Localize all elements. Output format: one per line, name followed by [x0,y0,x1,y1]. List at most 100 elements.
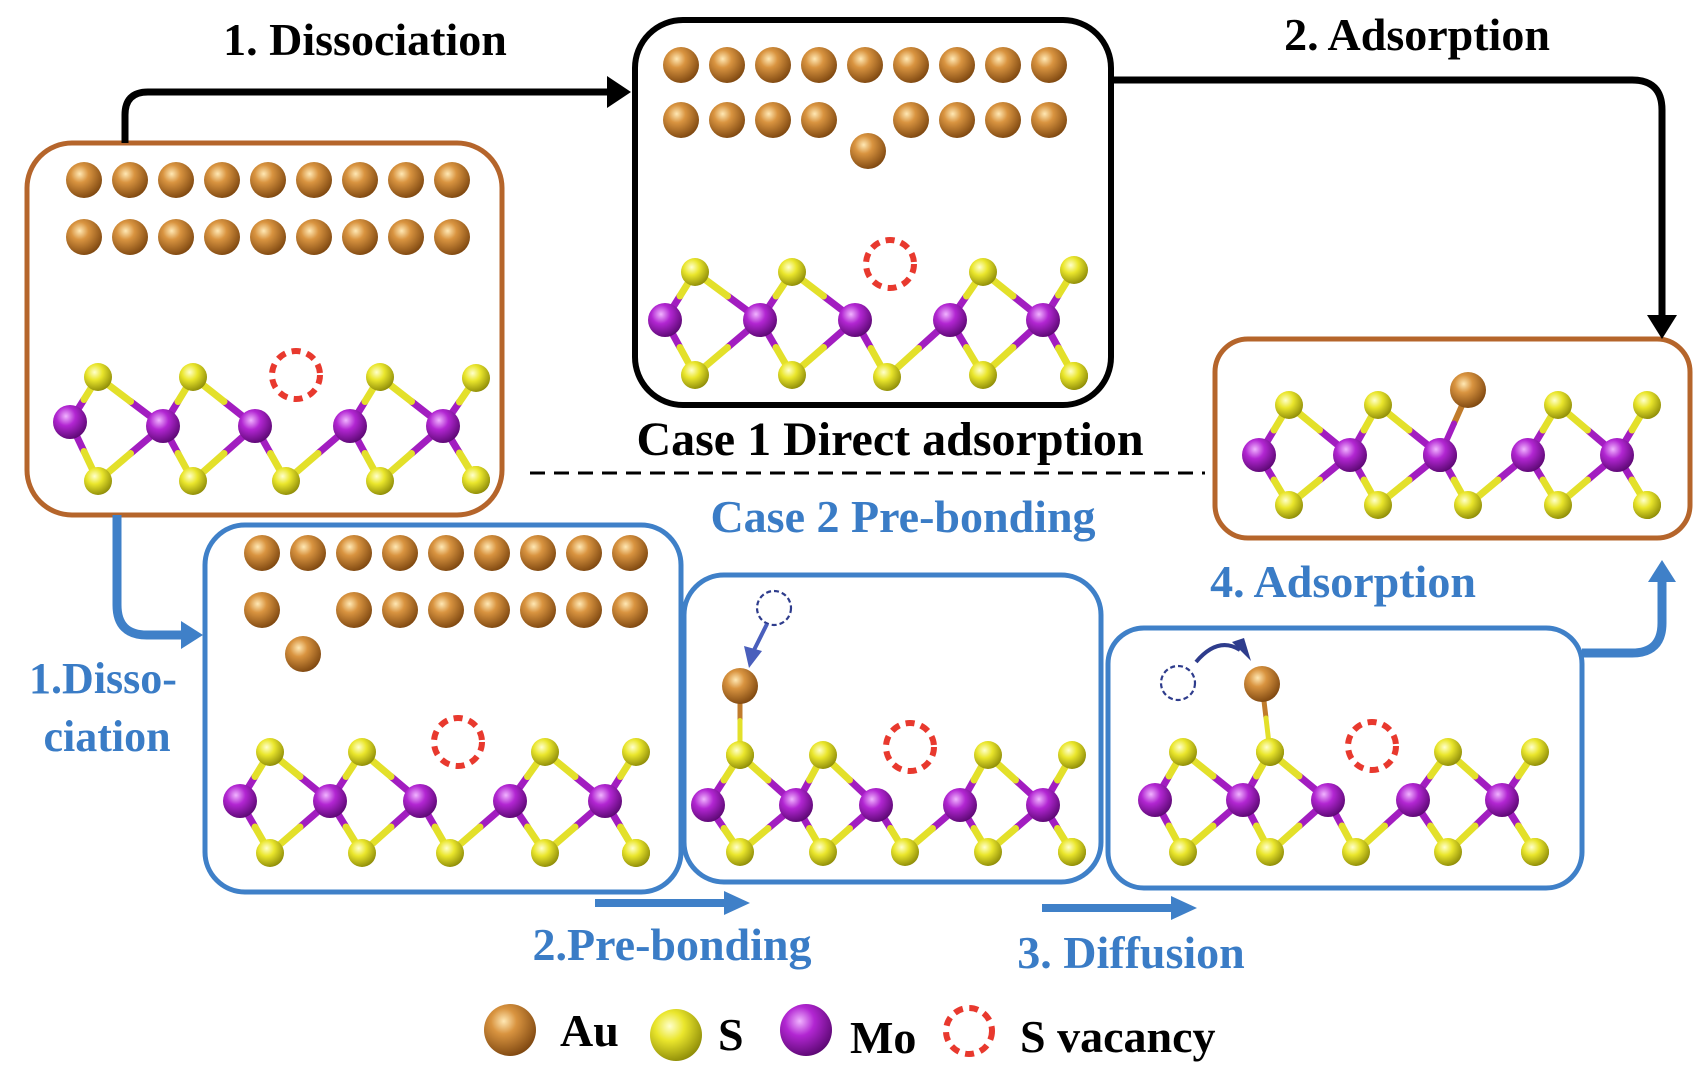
au-atom [801,47,837,83]
au-atom [296,162,332,198]
case1-dissociation-arrow [121,88,608,143]
mo-atom [838,303,872,337]
au-atom [985,102,1021,138]
mo-atom [53,405,87,439]
s-atom [436,839,464,867]
au-atom [474,535,510,571]
mo-atom [743,303,777,337]
case2-dissociation-arrow [112,515,185,640]
legend-label-s-vacancy: S vacancy [1020,1011,1216,1062]
s-vacancy-marker [1345,719,1399,773]
s-atom [179,467,207,495]
au-atom [428,535,464,571]
au-atom-icon [484,1004,536,1056]
au-atom [382,592,418,628]
s-atom [1521,838,1549,866]
au-atom [520,535,556,571]
au-atom [663,102,699,138]
case2-step4-label: 4. Adsorption [1210,556,1476,607]
au-atom [434,219,470,255]
initial-state-panel [24,140,505,518]
s-atom [681,361,709,389]
au-atom [336,592,372,628]
au-atom [1031,102,1067,138]
s-atom [1275,491,1303,519]
au-atom [112,219,148,255]
case2-dissociation-arrowhead [181,621,203,649]
case1-dissociated-structure [648,47,1088,391]
au-atom [342,162,378,198]
s-atom [1454,491,1482,519]
case2-diffusion-structure [1138,666,1549,866]
mo-atom [691,788,725,822]
s-atom [256,839,284,867]
prior-position-marker-diffusion [1159,664,1197,702]
au-atom [709,102,745,138]
au-atom [566,592,602,628]
au-atom [847,47,883,83]
s-vacancy-marker [269,348,323,402]
s-atom [809,838,837,866]
au-atom [1450,372,1486,408]
case2-prebonding-panel [681,572,1104,885]
final-adsorbed-structure [1242,372,1661,519]
mo-atom [223,784,257,818]
au-atom [158,162,194,198]
s-atom [1364,391,1392,419]
s-atom [84,467,112,495]
case1-step2-label: 2. Adsorption [1284,9,1550,60]
s-atom [726,838,754,866]
s-atom [272,467,300,495]
s-atom [531,738,559,766]
au-atom [801,102,837,138]
mo-atom [1511,438,1545,472]
au-atom [250,219,286,255]
mo-atom [238,409,272,443]
mo-atom [493,784,527,818]
s-atom [1364,491,1392,519]
s-atom [1256,738,1284,766]
case2-diffusion-arrowhead [1171,896,1197,920]
case1-title: Case 1 Direct adsorption [636,413,1143,466]
s-atom [1169,838,1197,866]
s-vacancy-marker [863,237,917,291]
atom-structures [53,47,1661,867]
case2-step1-label-line2: ciation [43,712,170,761]
au-atom [336,535,372,571]
prebonding-approach-arrowhead [744,646,762,668]
au-atom [893,47,929,83]
s-atom-icon [650,1009,702,1061]
au-atom [290,535,326,571]
mo-atom [313,784,347,818]
au-atom [939,47,975,83]
s-atom [726,741,754,769]
s-atom [778,258,806,286]
case2-step1-label-line1: 1.Disso- [29,654,177,703]
case2-step3-label: 3. Diffusion [1017,927,1244,978]
case1-adsorption-arrowhead [1647,315,1677,339]
case1-dissociated-panel [632,17,1114,408]
mo-atom [1138,783,1172,817]
s-atom [1633,491,1661,519]
initial-structure [53,162,490,495]
au-atom [612,592,648,628]
mo-atom [426,409,460,443]
case2-dissociated-structure [223,535,650,867]
au-atom [985,47,1021,83]
mo-atom [333,409,367,443]
mo-atom [1485,783,1519,817]
s-vacancy-marker [431,715,485,769]
mo-atom [588,784,622,818]
mo-atom [943,788,977,822]
au-atom [296,219,332,255]
s-atom [681,258,709,286]
s-atom [366,363,394,391]
case2-dissociated-panel [202,522,684,895]
mo-atom [1026,788,1060,822]
mo-atom [1396,783,1430,817]
au-atom [388,219,424,255]
au-atom [66,162,102,198]
s-atom [1058,741,1086,769]
s-atom [1521,738,1549,766]
mo-atom [1242,438,1276,472]
